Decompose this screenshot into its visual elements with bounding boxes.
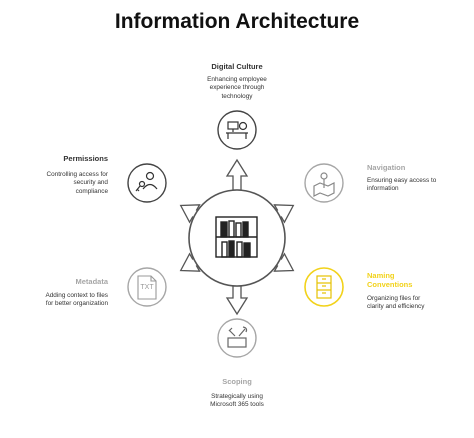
arrow-down [225, 285, 249, 316]
node-permissions [127, 163, 167, 203]
map-pin-icon [313, 172, 335, 197]
desk-computer-icon [226, 121, 248, 139]
txt-file-icon [137, 275, 157, 300]
user-key-icon [135, 171, 158, 192]
node-navigation [304, 163, 344, 203]
file-cabinet-icon [316, 275, 332, 299]
node-metadata [127, 267, 167, 307]
tools-icon [227, 326, 248, 348]
desc-metadata: Adding context to files for better organ… [45, 292, 108, 308]
label-permissions: Permissions [63, 154, 108, 163]
desc-naming-conventions: Organizing files for clarity and efficie… [367, 295, 425, 311]
label-digital-culture: Digital Culture [211, 62, 263, 71]
hub-with-arrows [179, 158, 295, 316]
label-navigation: Navigation [367, 163, 406, 172]
node-naming-conventions [304, 267, 344, 307]
arrow-up [225, 158, 249, 191]
bookshelf-icon [215, 216, 258, 258]
node-scoping [217, 318, 257, 358]
desc-scoping: Strategically using Microsoft 365 tools [210, 393, 264, 409]
label-metadata: Metadata [75, 277, 108, 286]
label-scoping: Scoping [222, 377, 252, 386]
label-naming-conventions: Naming Conventions [367, 271, 413, 289]
desc-permissions: Controlling access for security and comp… [46, 171, 108, 195]
desc-navigation: Ensuring easy access to information [367, 177, 437, 193]
node-digital-culture [217, 110, 257, 150]
txt-file-label: TXT [140, 284, 154, 291]
hub-circle [188, 189, 286, 287]
desc-digital-culture: Enhancing employee experience through te… [207, 76, 267, 100]
page-title: Information Architecture [114, 10, 360, 33]
